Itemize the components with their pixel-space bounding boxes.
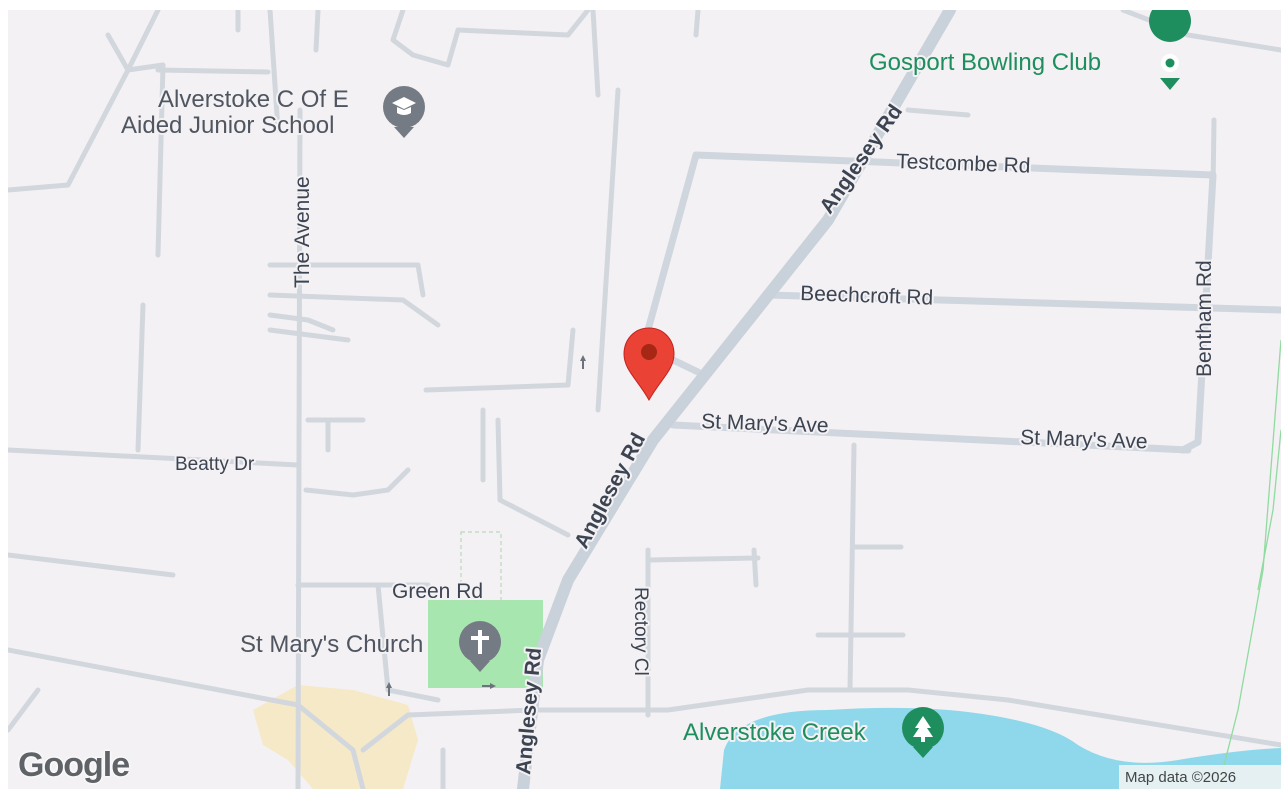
school-label-line1: Alverstoke C Of E xyxy=(158,86,349,113)
graduation-cap-icon xyxy=(383,86,425,138)
road-label-beechcroft: Beechcroft Rd xyxy=(800,282,934,310)
road-label-anglesey-mid: Anglesey Rd xyxy=(570,429,650,552)
road-label-testcombe: Testcombe Rd xyxy=(896,150,1031,178)
google-logo: Google xyxy=(18,746,130,784)
church-poi[interactable]: St Mary's Church xyxy=(238,621,501,672)
dashed-outline xyxy=(460,531,502,603)
boundary-lines xyxy=(1217,339,1281,789)
cross-icon xyxy=(459,621,501,672)
map-attribution[interactable]: Map data ©2026 xyxy=(1119,765,1281,789)
road-label-bentham: Bentham Rd xyxy=(1193,260,1216,377)
creek-label: Alverstoke Creek xyxy=(683,719,867,746)
bowling-club-poi[interactable]: Gosport Bowling Club xyxy=(867,10,1191,90)
school-label-line2: Aided Junior School xyxy=(121,112,334,139)
pin-poi-icon xyxy=(1149,10,1191,90)
tree-icon xyxy=(902,707,944,758)
minor-roads xyxy=(8,10,1281,789)
road-label-rectory-cl: Rectory Cl xyxy=(630,587,651,676)
arrow-up-icon-2 xyxy=(386,682,392,696)
road-label-beatty-dr: Beatty Dr xyxy=(175,454,255,475)
road-label-green-rd: Green Rd xyxy=(392,580,483,603)
map-canvas[interactable]: Anglesey Rd Anglesey Rd Anglesey Rd Test… xyxy=(8,10,1281,789)
school-poi[interactable]: Alverstoke C Of E Aided Junior School xyxy=(119,84,425,141)
red-location-pin-icon[interactable] xyxy=(623,327,675,402)
map-view[interactable]: Anglesey Rd Anglesey Rd Anglesey Rd Test… xyxy=(8,10,1281,789)
anglesey-rd-line xyxy=(517,10,956,789)
arrow-right-icon xyxy=(482,683,496,689)
road-label-st-marys-ave-1: St Mary's Ave xyxy=(701,410,829,437)
arrow-up-icon xyxy=(580,355,586,369)
church-label: St Mary's Church xyxy=(240,631,423,658)
road-label-st-marys-ave-2: St Mary's Ave xyxy=(1020,426,1148,453)
streets xyxy=(644,151,1281,454)
creek-poi[interactable]: Alverstoke Creek xyxy=(681,707,944,758)
bowling-club-label: Gosport Bowling Club xyxy=(869,49,1101,76)
road-label-the-avenue: The Avenue xyxy=(291,176,314,288)
oneway-arrows xyxy=(386,355,586,696)
